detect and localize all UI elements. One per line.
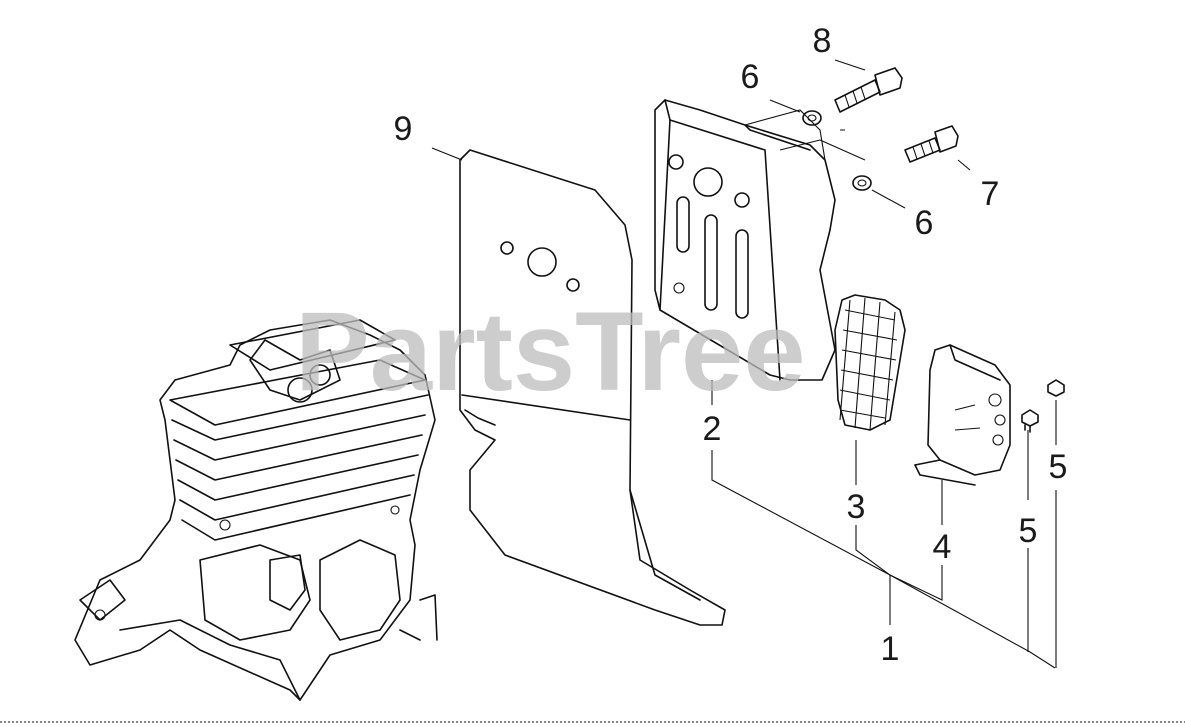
watermark-text: PartsTree: [295, 289, 806, 414]
screw-5-drawing: [1021, 379, 1065, 433]
muffler-drawing: [654, 99, 836, 381]
washer-6-drawing: [802, 110, 872, 191]
callout-8: 8: [813, 22, 832, 60]
spark-arrestor-screen-drawing: [834, 294, 906, 431]
callout-2: 2: [703, 410, 722, 448]
callout-9: 9: [394, 110, 413, 148]
callout-5a: 5: [1019, 512, 1038, 550]
bolt-8-drawing: [834, 67, 903, 113]
engine-cylinder-drawing: [74, 319, 438, 701]
bolt-7-drawing: [904, 125, 959, 163]
callout-6a: 6: [741, 58, 760, 96]
callout-4: 4: [933, 528, 952, 566]
callout-7: 7: [981, 175, 1000, 213]
callout-1: 1: [881, 630, 900, 668]
leader-lines: [431, 59, 1057, 669]
callout-3: 3: [847, 488, 866, 526]
callout-5b: 5: [1049, 448, 1068, 486]
callout-6b: 6: [915, 204, 934, 242]
heat-shield-drawing: [459, 149, 726, 626]
muffler-cover-drawing: [914, 344, 1011, 486]
